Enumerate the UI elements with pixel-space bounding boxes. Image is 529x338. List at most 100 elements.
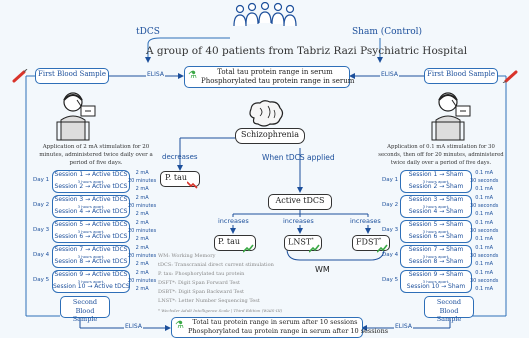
dose-value: 2 mA xyxy=(135,286,149,292)
syringe-icon-right xyxy=(502,68,518,87)
session-label: Session 8 → Sham xyxy=(408,257,464,265)
session-label: Session 10 → Active tDCS xyxy=(53,282,130,290)
first-blood-sample-right: First Blood Sample xyxy=(424,68,498,84)
legend-item: WM: Working Memory xyxy=(158,253,216,259)
duration-value: 30 seconds xyxy=(470,178,499,184)
tdcs-dose-info: 2 mA 20 minutes 2 mA xyxy=(128,194,156,218)
tau-measurement-top: ⚗ Total tau protein range in serum Phosp… xyxy=(184,66,354,88)
dose-value: 2 mA xyxy=(135,195,149,201)
sham-group-label: Sham (Control) xyxy=(352,27,423,37)
session-label: Session 3 → Sham xyxy=(408,196,464,203)
tdcs-day-label: Day 2 xyxy=(33,202,50,208)
session-label: Session 4 → Sham xyxy=(408,207,464,215)
dose-value: 2 mA xyxy=(135,270,149,276)
second-blood-sample-right: Second Blood Sample xyxy=(424,296,474,323)
legend-item: tDCS: Transcranial direct current stimul… xyxy=(158,262,274,268)
sham-patient-illustration xyxy=(430,90,476,146)
session-gap-note: 3 hours apart. xyxy=(422,278,450,284)
dose-value: 0.1 mA xyxy=(475,211,494,217)
session-label: Session 2 → Active tDCS xyxy=(54,182,128,190)
tdcs-protocol-description: Application of 2 mA stimulation for 20 m… xyxy=(39,144,153,166)
dose-value: 2 mA xyxy=(135,170,149,176)
active-tdcs-box: Active tDCS xyxy=(268,194,332,210)
sham-day-label: Day 2 xyxy=(382,202,399,208)
legend-item: P. tau: Phosphorylated tau protein xyxy=(158,271,245,277)
session-label: Session 6 → Sham xyxy=(408,232,464,240)
tdcs-day-label: Day 3 xyxy=(33,227,50,233)
trend-down-icon xyxy=(186,174,198,193)
second-blood-sample-left: Second Blood Sample xyxy=(60,296,110,323)
session-label: Session 2 → Sham xyxy=(408,182,464,190)
tdcs-day-label: Day 5 xyxy=(33,277,50,283)
session-label: Session 9 → Active tDCS xyxy=(54,271,128,278)
dose-value: 0.1 mA xyxy=(475,220,494,226)
fdst-increase-box: FDST* xyxy=(352,235,390,253)
session-gap-note: 3 hours apart. xyxy=(77,178,105,184)
duration-value: 30 seconds xyxy=(470,228,499,234)
session-label: Session 4 → Active tDCS xyxy=(54,207,128,215)
dose-value: 0.1 mA xyxy=(475,261,494,267)
study-title: A group of 40 patients from Tabriz Razi … xyxy=(146,45,468,57)
session-gap-note: 3 hours apart. xyxy=(422,253,450,259)
session-label: Session 6 → Active tDCS xyxy=(54,232,128,240)
tdcs-dose-info: 2 mA 20 minutes 2 mA xyxy=(128,169,156,193)
duration-value: 20 minutes xyxy=(128,253,157,259)
first-blood-sample-left: First Blood Sample xyxy=(35,68,109,84)
session-gap-note: 3 hours apart. xyxy=(77,253,105,259)
dose-value: 0.1 mA xyxy=(475,286,494,292)
elisa-top-right: ELISA xyxy=(380,71,399,78)
duration-value: 20 minutes xyxy=(128,203,157,209)
sham-day-label: Day 5 xyxy=(382,277,399,283)
session-label: Session 5 → Active tDCS xyxy=(54,221,128,228)
session-gap-note: 3 hours apart. xyxy=(422,203,450,209)
duration-value: 20 minutes xyxy=(128,278,157,284)
patients-group-icon xyxy=(232,1,298,32)
sham-day-label: Day 1 xyxy=(382,177,399,183)
dose-value: 2 mA xyxy=(135,211,149,217)
session-label: Session 8 → Active tDCS xyxy=(54,257,128,265)
trend-up-icon-3 xyxy=(376,238,388,257)
session-gap-note: 3 hours apart. xyxy=(422,178,450,184)
increases-label-3: increases xyxy=(350,217,381,225)
tdcs-day-label: Day 4 xyxy=(33,252,50,258)
session-label: Session 7 → Active tDCS xyxy=(54,246,128,253)
duration-value: 30 seconds xyxy=(470,278,499,284)
lnst-increase-box: LNST* xyxy=(284,235,322,253)
session-gap-note: 3 hours apart. xyxy=(77,228,105,234)
duration-value: 20 minutes xyxy=(128,228,157,234)
duration-value: 20 minutes xyxy=(128,178,157,184)
measure-icon-bottom: ⚗ xyxy=(175,320,184,331)
tdcs-group-label: tDCS xyxy=(136,27,160,37)
dose-value: 2 mA xyxy=(135,186,149,192)
ptau-increase-box: P. tau xyxy=(214,235,256,253)
trend-up-icon-1 xyxy=(242,238,254,257)
sham-protocol-description: Application of 0.1 mA stimulation for 30… xyxy=(378,144,504,166)
legend-item: DSFT*: Digit Span Forward Test xyxy=(158,280,240,286)
ptau-decrease-box: P. tau xyxy=(160,171,200,189)
sham-day-label: Day 4 xyxy=(382,252,399,258)
dose-value: 2 mA xyxy=(135,220,149,226)
sham-day-label: Day 3 xyxy=(382,227,399,233)
tdcs-day-label: Day 1 xyxy=(33,177,50,183)
increases-label-2: increases xyxy=(283,217,314,225)
session-gap-note: 3 hours apart. xyxy=(77,203,105,209)
duration-value: 30 seconds xyxy=(470,203,499,209)
session-label: Session 1 → Active tDCS xyxy=(54,171,128,178)
dose-value: 0.1 mA xyxy=(475,170,494,176)
session-label: Session 5 → Sham xyxy=(408,221,464,228)
measure-icon-top: ⚗ xyxy=(188,70,197,81)
tau-measurement-bottom: ⚗ Total tau protein range in serum after… xyxy=(171,317,388,338)
